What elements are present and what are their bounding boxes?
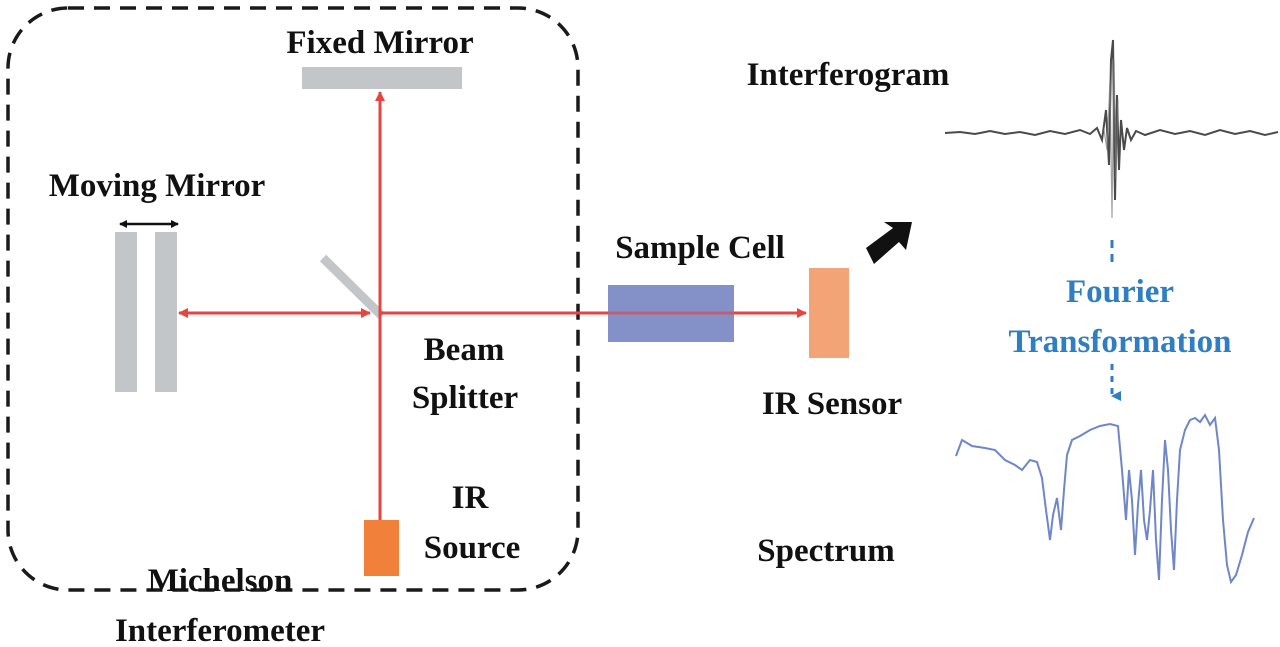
source-label: Source — [424, 530, 521, 566]
spectrum-trace — [955, 413, 1255, 585]
fixed-mirror — [302, 67, 462, 89]
interferogram-trace — [944, 39, 1279, 201]
fourier-label: Fourier — [1066, 274, 1174, 310]
transformation-label: Transformation — [1008, 324, 1231, 360]
moving-mirror-plate-right — [155, 232, 177, 392]
ir-sensor-label: IR Sensor — [762, 386, 902, 422]
beam-label: Beam — [424, 332, 505, 368]
moving-mirror-plate-left — [115, 232, 137, 392]
sample-cell-label: Sample Cell — [615, 230, 785, 266]
interferogram-trace-shadow — [1103, 59, 1119, 219]
fixed-mirror-label: Fixed Mirror — [286, 25, 473, 61]
ir-label: IR — [452, 480, 490, 516]
spectrum-label: Spectrum — [757, 533, 894, 569]
interferogram-label: Interferogram — [747, 57, 950, 93]
output-arrow-icon — [866, 222, 912, 264]
moving-mirror-label: Moving Mirror — [49, 168, 266, 204]
splitter-label: Splitter — [412, 380, 518, 416]
ir-source — [364, 520, 399, 576]
michelson-label: Michelson — [148, 563, 293, 599]
ir-sensor — [809, 268, 849, 358]
interferometer-label: Interferometer — [115, 613, 325, 647]
michelson-boundary — [6, 6, 580, 592]
beam-splitter — [319, 254, 386, 320]
